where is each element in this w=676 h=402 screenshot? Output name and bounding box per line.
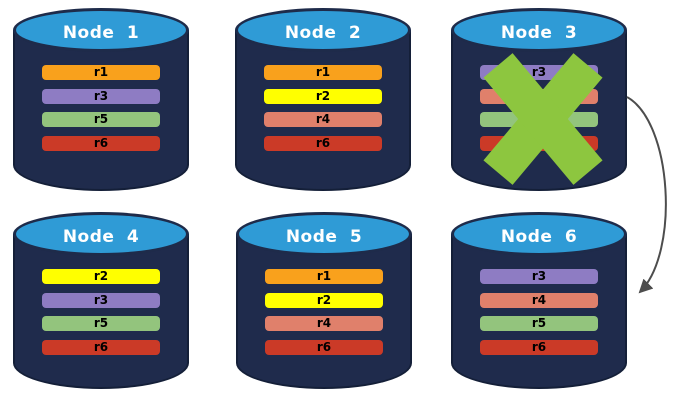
replica-label: r4 — [315, 112, 331, 126]
replica-bar-r5: r5 — [42, 112, 160, 127]
replica-bar-r2: r2 — [265, 292, 383, 308]
replica-label: r5 — [531, 316, 547, 330]
node-2-replica-list: r1 r2 r4 r6 — [235, 65, 411, 151]
node-2-cylinder-top: Node 2 — [235, 8, 411, 52]
node-5-title: Node 5 — [285, 227, 363, 247]
node-1-title: Node 1 — [62, 23, 140, 43]
node-3: Node 3 r3 r4 r5 r6 — [451, 8, 627, 191]
node-6-cylinder-body — [451, 234, 627, 389]
replica-bar-r5: r5 — [480, 316, 598, 331]
node-3-title: Node 3 — [500, 23, 578, 43]
replica-label: r6 — [93, 339, 109, 354]
replica-bar-r1: r1 — [264, 65, 382, 80]
node-5-cylinder-body — [236, 234, 412, 389]
node-4-cylinder-body — [13, 234, 189, 389]
replica-bar-r3: r3 — [480, 269, 598, 284]
replica-label: r6 — [316, 339, 332, 354]
node-1-replica-list: r1 r3 r5 r6 — [13, 65, 189, 151]
replica-bar-r4: r4 — [265, 316, 383, 331]
replica-label: r6 — [531, 339, 547, 354]
replica-bar-r6: r6 — [480, 339, 598, 355]
node-4-replica-list: r2 r3 r5 r6 — [13, 269, 189, 355]
node-6-replica-list: r3 r4 r5 r6 — [451, 269, 627, 355]
node-2-title: Node 2 — [284, 23, 362, 43]
replica-label: r3 — [93, 292, 109, 307]
replica-bar-r1: r1 — [265, 269, 383, 284]
node-2-cylinder-body — [235, 30, 411, 191]
failover-arrow-path — [626, 96, 667, 294]
replica-label: r2 — [315, 88, 331, 103]
replica-label: r1 — [93, 65, 109, 79]
replica-label: r6 — [93, 135, 109, 150]
replica-bar-r1: r1 — [42, 65, 160, 80]
node-4-title: Node 4 — [62, 227, 140, 247]
replica-bar-r6: r6 — [265, 339, 383, 355]
replica-label: r4 — [531, 292, 547, 307]
replica-label: r2 — [316, 292, 332, 307]
replica-label: r5 — [93, 112, 109, 126]
replica-label: r3 — [531, 65, 547, 79]
node-3-cylinder-top: Node 3 — [451, 8, 627, 52]
replica-bar-r6: r6 — [42, 339, 160, 355]
node-6-cylinder-top: Node 6 — [451, 212, 627, 256]
replica-bar-r3: r3 — [42, 88, 160, 104]
replica-bar-r2: r2 — [42, 269, 160, 284]
replica-bar-r2: r2 — [264, 88, 382, 104]
replica-bar-r6: r6 — [264, 135, 382, 151]
node-1-cylinder-body — [13, 30, 189, 191]
replica-label: r1 — [316, 269, 332, 283]
node-2: Node 2 r1 r2 r4 r6 — [235, 8, 411, 191]
replica-label: r6 — [315, 135, 331, 150]
node-4-cylinder-top: Node 4 — [13, 212, 189, 256]
replica-label: r1 — [315, 65, 331, 79]
replica-bar-r4: r4 — [480, 292, 598, 308]
node-6-title: Node 6 — [500, 227, 578, 247]
replica-bar-r6: r6 — [42, 135, 160, 151]
node-5-replica-list: r1 r2 r4 r6 — [236, 269, 412, 355]
replica-label: r2 — [93, 269, 109, 283]
replica-label: r5 — [93, 316, 109, 330]
node-1: Node 1 r1 r3 r5 r6 — [13, 8, 189, 191]
replica-label: r4 — [316, 316, 332, 330]
node-4: Node 4 r2 r3 r5 r6 — [13, 212, 189, 389]
replica-label: r3 — [93, 88, 109, 103]
replica-bar-r4: r4 — [264, 112, 382, 127]
node-1-cylinder-top: Node 1 — [13, 8, 189, 52]
node-5-cylinder-top: Node 5 — [236, 212, 412, 256]
node-5: Node 5 r1 r2 r4 r6 — [236, 212, 412, 389]
replica-label: r3 — [531, 269, 547, 283]
node-6: Node 6 r3 r4 r5 r6 — [451, 212, 627, 389]
replica-bar-r3: r3 — [42, 292, 160, 308]
replica-bar-r5: r5 — [42, 316, 160, 331]
